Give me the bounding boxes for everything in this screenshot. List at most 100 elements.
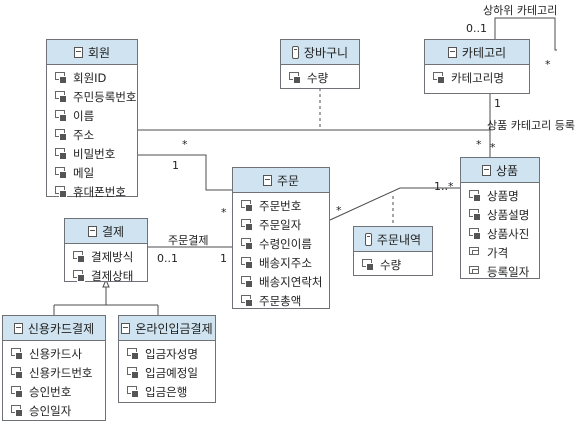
category-product-assoc-label: 상품 카테고리 등록 [487, 119, 575, 132]
class-cart[interactable]: 장바구니 수량 [280, 39, 360, 89]
member-product-many: * [182, 138, 188, 151]
attribute-icon [469, 209, 482, 221]
attribute-row: 배송지연락처 [241, 272, 325, 291]
attribute-icon [241, 295, 254, 307]
class-icon [121, 322, 131, 334]
class-payment[interactable]: 결제 결제방식 결제상태 [64, 218, 148, 285]
attribute-label: 가격 [487, 245, 509, 260]
attribute-row: 등록일자 [469, 262, 535, 281]
attribute-icon [362, 259, 375, 271]
attribute-icon [433, 72, 446, 84]
class-order-name: 주문 [276, 173, 300, 188]
attribute-label: 입금예정일 [145, 365, 198, 380]
class-category[interactable]: 카테고리 카테고리명 [424, 39, 530, 94]
generalization-arrowhead [102, 278, 110, 288]
class-cart-header: 장바구니 [281, 40, 359, 65]
attribute-icon [127, 367, 140, 379]
attribute-row: 메일 [55, 163, 133, 182]
attribute-row: 주소 [55, 125, 133, 144]
attribute-row: 신용카드사 [11, 344, 101, 363]
attribute-icon [469, 228, 482, 240]
class-category-attributes: 카테고리명 [425, 65, 529, 89]
attribute-icon [241, 200, 254, 212]
attribute-icon [11, 386, 24, 398]
attribute-row: 결제상태 [73, 266, 143, 285]
attribute-label: 승인번호 [29, 384, 72, 399]
class-cardpay-attributes: 신용카드사 신용카드번호 승인번호 승인일자 [3, 341, 105, 422]
category-product-many: * [490, 141, 496, 154]
attribute-row: 상품명 [469, 186, 535, 205]
attribute-icon [55, 72, 68, 84]
attribute-icon [55, 148, 68, 160]
member-order-line [138, 154, 232, 191]
class-member-header: 회원 [47, 40, 137, 65]
class-bankpay-attributes: 입금자성명 입금예정일 입금은행 [119, 341, 215, 403]
class-bankpay-name: 온라인입금결제 [135, 321, 213, 336]
attribute-row: 주문일자 [241, 215, 325, 234]
attribute-row: 결제방식 [73, 247, 143, 266]
class-category-name: 카테고리 [461, 45, 507, 60]
order-product-line [329, 187, 460, 221]
attribute-row: 입금예정일 [127, 363, 211, 382]
class-bankpay-header: 온라인입금결제 [119, 316, 215, 341]
attribute-row: 수량 [362, 255, 428, 274]
attribute-icon [127, 348, 140, 360]
class-payment-header: 결제 [65, 219, 147, 244]
class-orderitem[interactable]: 주문내역 수량 [353, 226, 433, 276]
attribute-row: 수량 [289, 68, 355, 87]
attribute-label: 메일 [73, 165, 95, 180]
attribute-row: 승인일자 [11, 401, 101, 420]
attribute-label: 수량 [380, 257, 402, 272]
attribute-label: 배송지연락처 [259, 274, 323, 289]
attribute-label: 승인일자 [29, 403, 72, 418]
attribute-row: 배송지주소 [241, 253, 325, 272]
attribute-row: 회원ID [55, 68, 133, 87]
class-orderitem-header: 주문내역 [354, 227, 432, 252]
class-payment-name: 결제 [101, 224, 125, 239]
class-cardpay-name: 신용카드결제 [27, 321, 95, 336]
class-product-header: 상품 [461, 158, 539, 183]
generalization-lines [53, 282, 159, 315]
category-self-label: 상하위 카테고리 [483, 4, 558, 17]
attribute-icon [55, 91, 68, 103]
class-orderitem-name: 주문내역 [376, 232, 422, 247]
attribute-label: 상품명 [487, 188, 519, 203]
attribute-icon [241, 238, 254, 250]
attribute-row: 주문번호 [241, 196, 325, 215]
attribute-label: 회원ID [73, 70, 107, 85]
attribute-label: 주문총액 [259, 293, 302, 308]
attribute-icon [469, 190, 482, 202]
payment-assoc-label: 주문결제 [168, 234, 209, 247]
attribute-label: 입금은행 [145, 384, 188, 399]
attribute-row: 수령인이름 [241, 234, 325, 253]
attribute-label: 주문일자 [259, 217, 302, 232]
class-member[interactable]: 회원 회원ID 주민등록번호 이름 주소 비밀번호 메일 휴대폰번호 [46, 39, 138, 199]
attribute-label: 결제상태 [91, 268, 134, 283]
attribute-label: 비밀번호 [73, 146, 116, 161]
class-orderitem-attributes: 수량 [354, 252, 432, 276]
attribute-label: 등록일자 [487, 264, 530, 279]
category-product-one: 1 [494, 97, 501, 110]
class-cardpay[interactable]: 신용카드결제 신용카드사 신용카드번호 승인번호 승인일자 [2, 315, 106, 421]
attribute-row: 주민등록번호 [55, 87, 137, 106]
class-order[interactable]: 주문 주문번호 주문일자 수령인이름 배송지주소 배송지연락처 주문총액 [232, 167, 330, 309]
order-product-many: * [336, 204, 342, 217]
association-class-icon [364, 232, 372, 246]
class-icon [447, 46, 457, 58]
attribute-label: 상품설명 [487, 207, 530, 222]
attribute-label: 주소 [73, 127, 95, 142]
product-order-many: 1..* [434, 180, 454, 193]
class-product[interactable]: 상품 상품명 상품설명 상품사진 가격 등록일자 [460, 157, 540, 279]
class-icon [13, 322, 23, 334]
attribute-row: 이름 [55, 106, 133, 125]
category-self-multiplicity: 0..1 [466, 22, 487, 35]
class-order-header: 주문 [233, 168, 329, 193]
class-bankpay[interactable]: 온라인입금결제 입금자성명 입금예정일 입금은행 [118, 315, 216, 403]
attribute-icon [55, 129, 68, 141]
attribute-label: 주민등록번호 [73, 89, 137, 104]
payment-multiplicity: 0..1 [157, 252, 178, 265]
class-category-header: 카테고리 [425, 40, 529, 65]
category-self-line [494, 17, 557, 51]
attribute-icon [55, 110, 68, 122]
association-class-icon [291, 45, 299, 59]
